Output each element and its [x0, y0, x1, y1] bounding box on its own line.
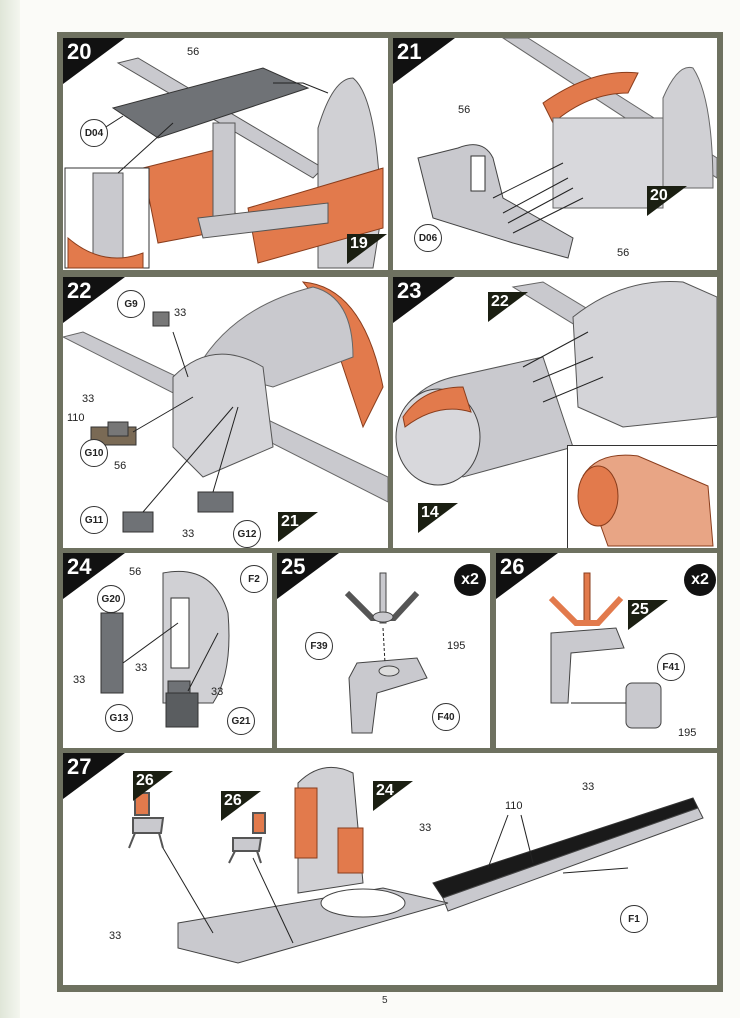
part-label: 33: [211, 686, 224, 698]
part-callout-g12: G12: [233, 520, 261, 548]
part-callout-g13: G13: [105, 704, 133, 732]
step-26-drawing: [548, 572, 662, 729]
ref-step-number: 19: [350, 235, 368, 252]
part-label: 56: [129, 566, 142, 578]
page-number: 5: [382, 995, 388, 1006]
part-label: 56: [458, 104, 471, 116]
part-callout-g20: G20: [97, 585, 125, 613]
ref-step-number: 26: [136, 772, 154, 789]
ref-step-number: 22: [491, 293, 509, 310]
part-label: 56: [114, 460, 127, 472]
step-26-panel: 26 x2 25 F41 195: [496, 553, 717, 748]
part-callout-d04: D04: [80, 119, 108, 147]
step-27-drawing: [128, 766, 704, 964]
step-25-panel: 25 x2 F39 195 F40: [277, 553, 490, 748]
part-label: 195: [678, 727, 697, 739]
part-callout-g11: G11: [80, 506, 108, 534]
ref-step-number: 25: [631, 601, 649, 618]
part-callout-g10: G10: [80, 439, 108, 467]
inset-drawing: [577, 454, 714, 547]
step-24-drawing: [100, 570, 230, 728]
part-label: 33: [174, 307, 187, 319]
part-label: 195: [447, 640, 466, 652]
step-23-panel: 23 22 14: [393, 277, 717, 548]
part-label: 33: [109, 930, 122, 942]
part-label: 56: [617, 247, 630, 259]
ref-step-number: 24: [376, 782, 394, 799]
step-20-drawing: [64, 57, 384, 269]
part-callout-g21: G21: [227, 707, 255, 735]
part-label: 110: [67, 412, 85, 424]
part-callout-f1: F1: [620, 905, 648, 933]
ref-step-number: 21: [281, 513, 299, 530]
step-24-panel: 24 56 F2 G20 33 33 G13 33 G21: [63, 553, 272, 748]
step-22-panel: 22 G9 33 33 110 G10 56 G11 33 G12 21: [63, 277, 388, 548]
step-number: 25: [281, 554, 306, 579]
ref-step-number: 20: [650, 187, 668, 204]
part-callout-f41: F41: [657, 653, 685, 681]
part-label: 33: [73, 674, 86, 686]
part-label: 56: [187, 46, 200, 58]
step-25-drawing: [344, 572, 428, 734]
detail-inset: [567, 445, 717, 548]
page-edge: [0, 0, 20, 1018]
part-callout-f2: F2: [240, 565, 268, 593]
step-20-panel: 20 56 D04 19: [63, 38, 388, 270]
part-label: 110: [505, 800, 523, 812]
step-number: 24: [67, 554, 92, 579]
part-callout-g9: G9: [117, 290, 145, 318]
step-number: 20: [67, 39, 92, 64]
ref-step-number: 26: [224, 792, 242, 809]
part-callout-d06: D06: [414, 224, 442, 252]
part-label: 33: [419, 822, 432, 834]
step-number: 22: [67, 278, 92, 303]
step-23-drawing: [395, 280, 717, 486]
step-number: 27: [67, 754, 92, 779]
quantity-badge: x2: [454, 564, 486, 596]
ref-step-number: 14: [421, 504, 439, 521]
part-callout-f39: F39: [305, 632, 333, 660]
part-label: 33: [135, 662, 148, 674]
part-label: 33: [182, 528, 195, 540]
part-label: 33: [82, 393, 95, 405]
step-number: 26: [500, 554, 525, 579]
step-number: 23: [397, 278, 422, 303]
part-label: 33: [582, 781, 595, 793]
step-21-drawing: [417, 38, 717, 259]
part-callout-f40: F40: [432, 703, 460, 731]
step-21-panel: 21 56 D06 56 20: [393, 38, 717, 270]
step-27-panel: 27 26 26 24 33 110 33 F1 33: [63, 753, 717, 985]
step-22-drawing: [63, 281, 388, 533]
step-number: 21: [397, 39, 422, 64]
quantity-badge: x2: [684, 564, 716, 596]
